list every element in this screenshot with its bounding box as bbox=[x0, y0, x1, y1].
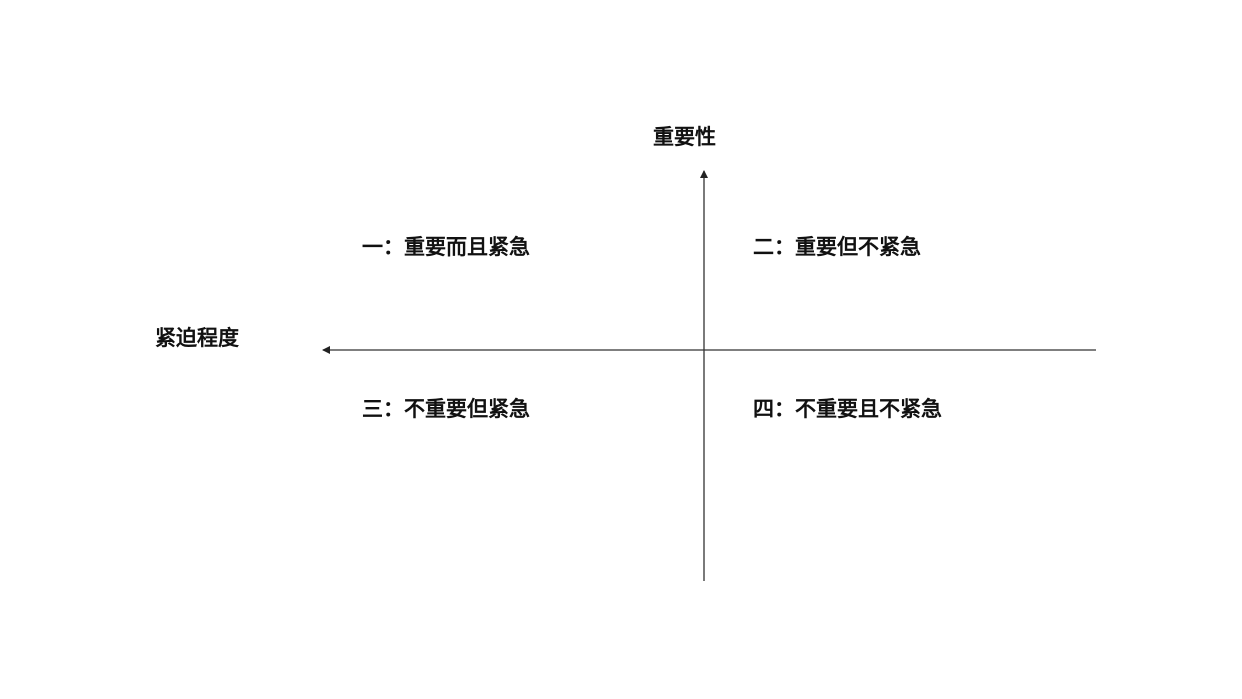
quadrant-3-label: 三：不重要但紧急 bbox=[362, 397, 530, 421]
quadrant-4-label: 四：不重要且不紧急 bbox=[753, 397, 942, 421]
vertical-axis-label: 重要性 bbox=[653, 125, 716, 149]
quadrant-2-label: 二：重要但不紧急 bbox=[753, 235, 921, 259]
horizontal-axis-label: 紧迫程度 bbox=[155, 326, 239, 350]
quadrant-1-label: 一：重要而且紧急 bbox=[362, 235, 530, 259]
